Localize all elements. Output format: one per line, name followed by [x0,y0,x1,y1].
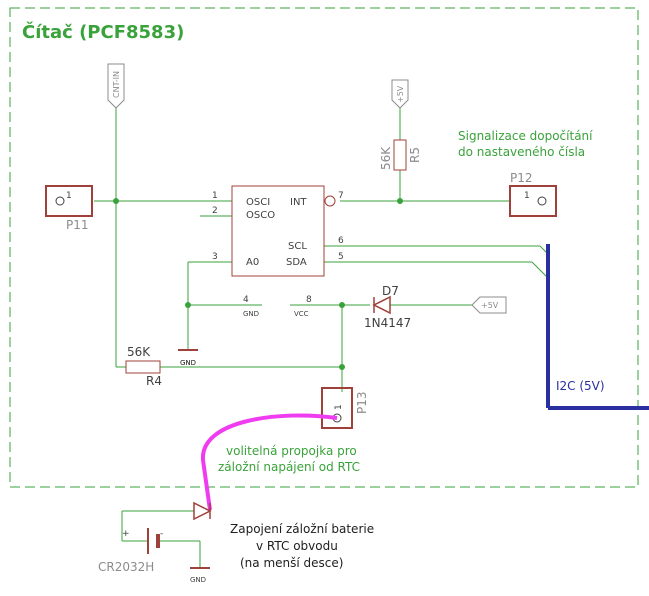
svg-text:VCC: VCC [294,310,309,318]
svg-text:3: 3 [212,252,218,262]
svg-text:SDA: SDA [286,257,307,268]
svg-text:56K: 56K [379,146,393,170]
p13-pin: 1 [334,404,344,410]
svg-text:OSCI: OSCI [246,197,270,208]
battery-minus: - [160,529,163,539]
svg-text:4: 4 [243,295,249,305]
diode-d7: D7 1N4147 [364,284,411,330]
svg-text:INT: INT [290,197,307,208]
svg-text:+5V: +5V [481,301,499,310]
resistor-r5: 56K R5 [379,139,422,171]
svg-text:2: 2 [212,206,218,216]
battery-name: CR2032H [98,560,154,574]
note-signal-line2: do nastaveného čísla [458,145,585,159]
p12-name: P12 [510,171,533,185]
note-signal-line1: Signalizace dopočítání [458,129,593,143]
optional-jumper-wire [200,413,338,511]
note-jumper-line2: záložní napájení od RTC [218,460,360,474]
svg-text:GND: GND [190,576,206,584]
ic-vcc-pin: 8 VCC [294,295,312,318]
junctions [113,198,403,370]
svg-text:CNT-IN: CNT-IN [112,71,121,98]
plus5v-label-top: +5V [391,79,409,109]
plus5v-label-right: +5V [471,296,507,314]
note-battery-line2: v RTC obvodu [256,539,338,553]
svg-text:GND: GND [243,310,259,318]
connector-p11: 1 P11 [45,185,93,232]
svg-text:SCL: SCL [288,241,307,252]
svg-text:56K: 56K [127,345,151,359]
gnd-symbol-ic: GND [178,349,198,367]
p11-name: P11 [66,218,89,232]
p11-pin: 1 [66,191,72,201]
p13-name: P13 [355,391,369,414]
module-frame [9,7,639,488]
connector-p12: 1 P12 [509,171,557,217]
gnd-label-r4: GND [180,359,196,367]
wires [94,108,549,568]
cnt-in-label: CNT-IN [107,63,125,109]
module-title: Čítač (PCF8583) [22,21,184,43]
battery-plus: + [122,529,130,539]
battery-cr2032: + - CR2032H [98,528,163,574]
svg-text:D7: D7 [382,284,399,298]
resistor-r4: 56K R4 [125,345,162,388]
svg-text:7: 7 [338,191,344,201]
gnd-symbol-battery: GND [190,567,210,584]
svg-text:A0: A0 [246,257,259,268]
i2c-bus [546,244,649,410]
p12-pin: 1 [524,191,530,201]
svg-text:R4: R4 [146,374,162,388]
connector-p13: 1 P13 [321,387,369,429]
note-jumper-line1: volitelná propojka pro [226,444,357,458]
svg-text:1N4147: 1N4147 [364,316,411,330]
note-battery-line3: (na menší desce) [240,556,343,570]
svg-text:R5: R5 [408,147,422,163]
svg-text:OSCO: OSCO [246,210,275,221]
ic-pcf8583: 1 2 3 OSCI OSCO A0 INT SCL SDA 7 6 5 [212,185,344,277]
svg-text:1: 1 [212,191,218,201]
note-battery-line1: Zapojení záložní baterie [230,522,374,536]
svg-text:GND: GND [180,359,196,367]
svg-text:6: 6 [338,236,344,246]
i2c-bus-label: I2C (5V) [556,379,605,393]
svg-text:+5V: +5V [396,85,405,103]
ic-gnd-pin: 4 GND [243,295,259,318]
svg-text:8: 8 [306,295,312,305]
svg-text:5: 5 [338,252,344,262]
diode-battery [193,501,212,521]
